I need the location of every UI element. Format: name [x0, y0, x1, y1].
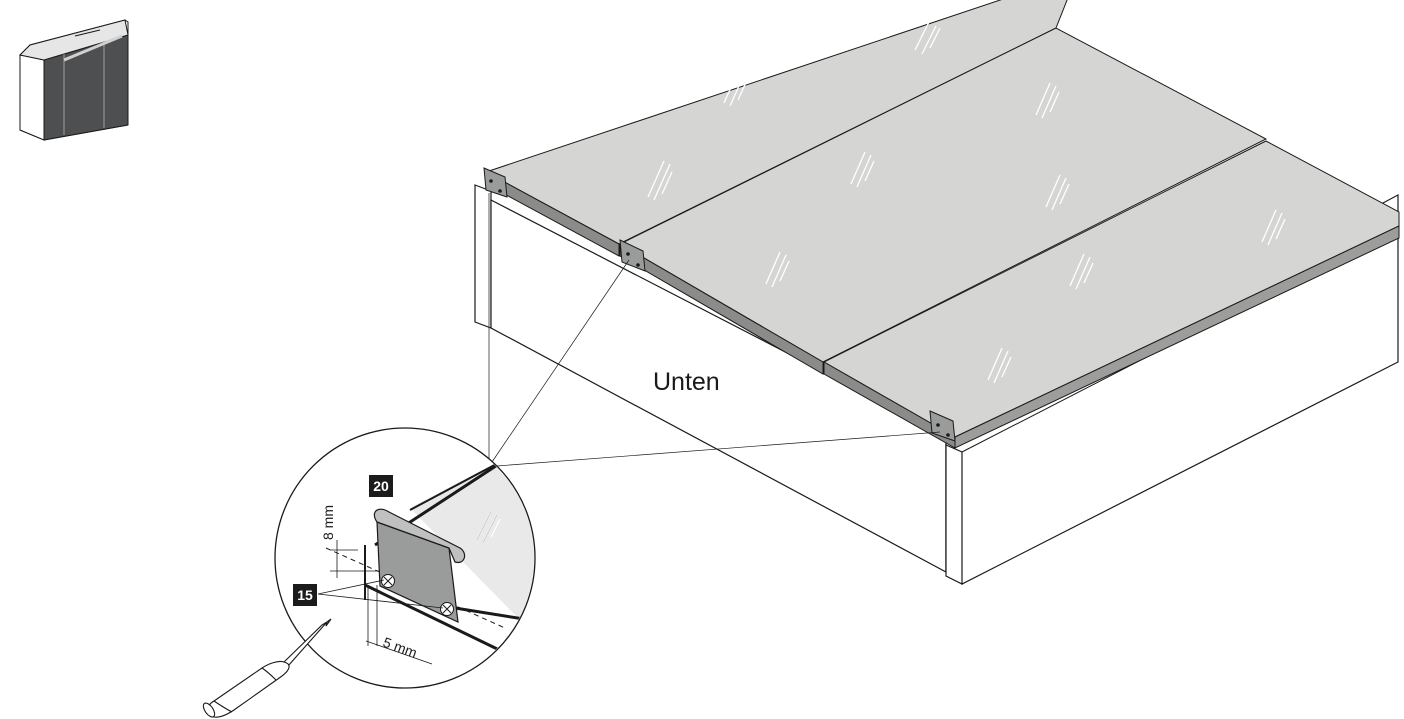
bracket-detail: [373, 508, 466, 623]
dimension-8mm: [330, 540, 380, 578]
detail-circle: 8 mm 5 mm: [274, 427, 536, 689]
cabinet-thumbnail-icon: [18, 19, 129, 141]
dimension-5mm: [365, 585, 433, 665]
dim-vertical-label: 8 mm: [320, 505, 336, 540]
side-label: Unten: [653, 368, 720, 396]
part-badge-20: 20: [369, 475, 393, 497]
badge-15-leaders: [317, 579, 444, 609]
screwdriver-icon: [202, 618, 332, 718]
glass-shelf-left: [484, 0, 1068, 257]
screw-icon: [381, 574, 454, 616]
svg-text:20: 20: [373, 478, 389, 494]
glass-reflection-marks: [647, 21, 1286, 384]
glass-shelf-bracket-icon: [483, 167, 956, 442]
detail-projection-lines: [488, 193, 941, 467]
glass-shelf-right: [822, 140, 1400, 449]
part-badge-15: 15: [293, 584, 317, 606]
svg-text:15: 15: [297, 587, 313, 603]
